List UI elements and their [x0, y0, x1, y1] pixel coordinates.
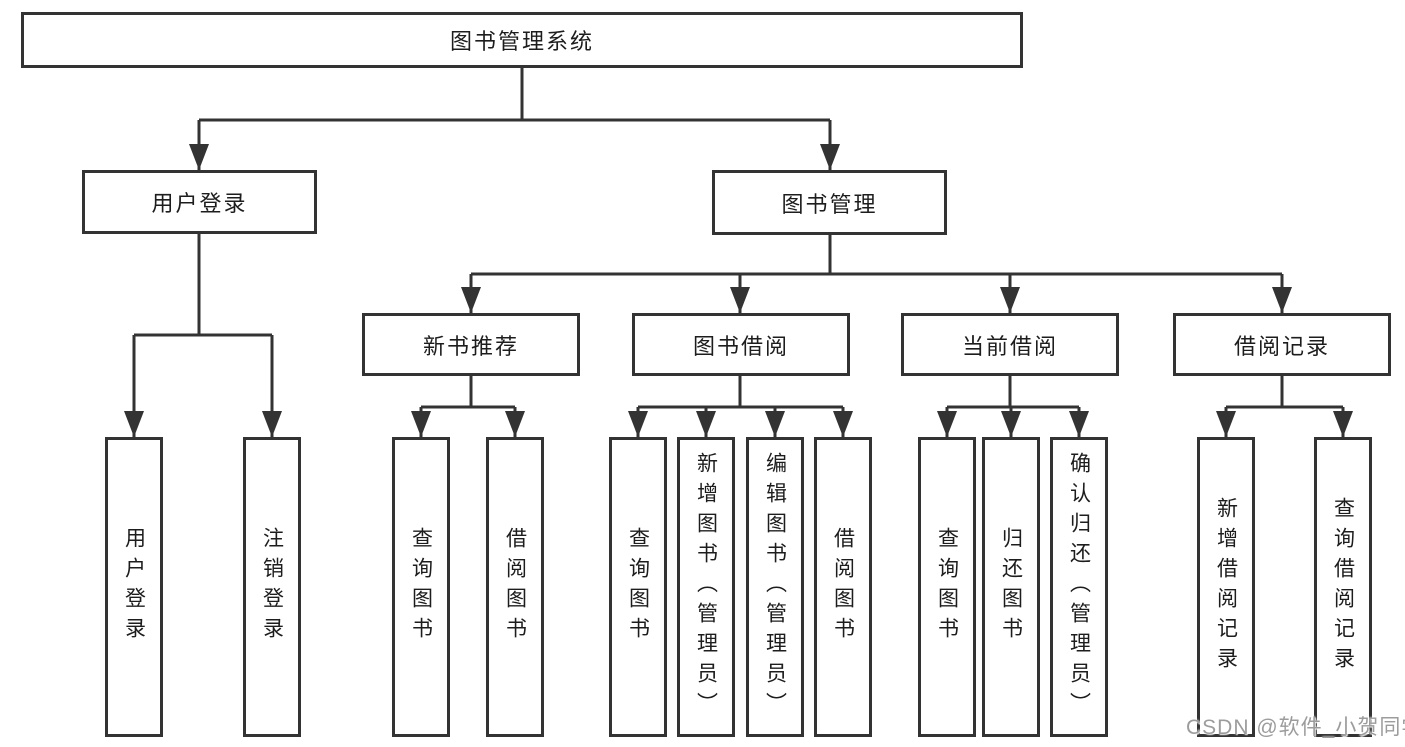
node-current-borrowing: 当前借阅 — [901, 313, 1119, 376]
leaf-logout-label: 注销登录 — [260, 527, 284, 647]
leaf-edit-books-admin: 编辑图书（管理员） — [746, 437, 804, 737]
leaf-logout: 注销登录 — [243, 437, 301, 737]
node-borrowing-records: 借阅记录 — [1173, 313, 1391, 376]
node-new-book-recommend: 新书推荐 — [362, 313, 580, 376]
leaf-confirm-return-admin-label: 确认归还（管理员） — [1067, 452, 1091, 722]
node-book-borrowing-label: 图书借阅 — [692, 333, 789, 359]
arrowheads — [124, 144, 1353, 437]
leaf-confirm-return-admin: 确认归还（管理员） — [1050, 437, 1108, 737]
leaf-return-books-label: 归还图书 — [999, 527, 1023, 647]
leaf-query-books-current-label: 查询图书 — [935, 527, 959, 647]
node-user-login-label: 用户登录 — [151, 191, 248, 216]
node-new-book-recommend-label: 新书推荐 — [422, 333, 519, 359]
leaf-add-borrow-record: 新增借阅记录 — [1197, 437, 1255, 737]
node-borrowing-records-label: 借阅记录 — [1233, 333, 1330, 359]
node-book-borrowing: 图书借阅 — [632, 313, 850, 376]
leaf-query-books-borrowing-label: 查询图书 — [626, 527, 650, 647]
leaf-user-login-label: 用户登录 — [122, 527, 146, 647]
leaf-user-login: 用户登录 — [105, 437, 163, 737]
csdn-watermark: CSDN @软件_小贺同学 — [1186, 716, 1405, 739]
leaf-borrow-books-recommend: 借阅图书 — [486, 437, 544, 737]
leaf-add-books-admin: 新增图书（管理员） — [677, 437, 735, 737]
node-root: 图书管理系统 — [21, 12, 1023, 68]
leaf-query-books-current: 查询图书 — [918, 437, 976, 737]
connector-lines — [132, 68, 1345, 437]
node-book-management-label: 图书管理 — [781, 191, 878, 217]
node-user-login: 用户登录 — [82, 170, 317, 234]
leaf-borrow-books-recommend-label: 借阅图书 — [503, 527, 527, 647]
node-current-borrowing-label: 当前借阅 — [961, 333, 1058, 359]
leaf-edit-books-admin-label: 编辑图书（管理员） — [763, 452, 787, 722]
leaf-query-books-recommend-label: 查询图书 — [409, 527, 433, 647]
leaf-query-books-borrowing: 查询图书 — [609, 437, 667, 737]
leaf-add-borrow-record-label: 新增借阅记录 — [1214, 497, 1238, 677]
node-root-label: 图书管理系统 — [449, 29, 594, 54]
leaf-query-borrow-record-label: 查询借阅记录 — [1331, 497, 1355, 677]
leaf-query-borrow-record: 查询借阅记录 — [1314, 437, 1372, 737]
leaf-borrow-books-borrowing: 借阅图书 — [814, 437, 872, 737]
node-book-management: 图书管理 — [712, 170, 947, 235]
leaf-borrow-books-borrowing-label: 借阅图书 — [831, 527, 855, 647]
leaf-return-books: 归还图书 — [982, 437, 1040, 737]
leaf-query-books-recommend: 查询图书 — [392, 437, 450, 737]
leaf-add-books-admin-label: 新增图书（管理员） — [694, 452, 718, 722]
